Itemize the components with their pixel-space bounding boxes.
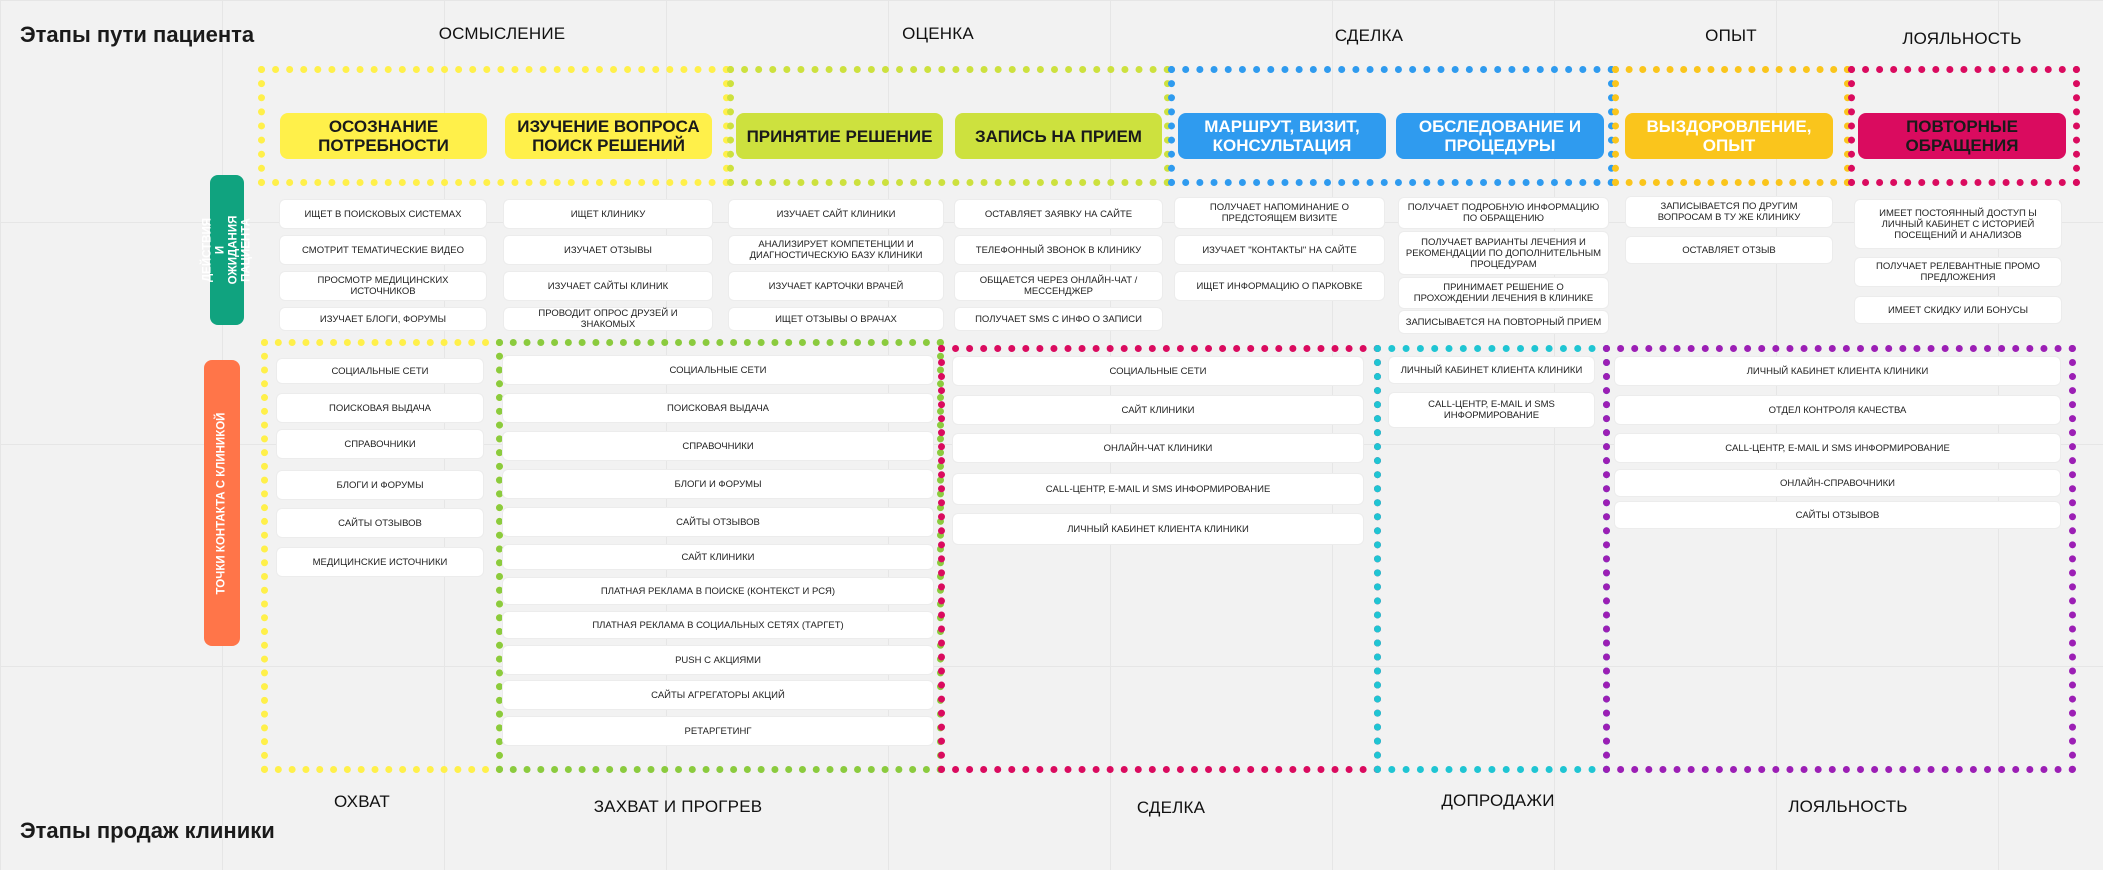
touchpoint-card: СПРАВОЧНИКИ [277, 430, 483, 458]
action-card: ИЗУЧАЕТ КАРТОЧКИ ВРАЧЕЙ [729, 272, 943, 300]
bottom-phase-2: ЗАХВАТ И ПРОГРЕВ [593, 797, 763, 816]
action-card: ПОЛУЧАЕТ РЕЛЕВАНТНЫЕ ПРОМО ПРЕДЛОЖЕНИЯ [1855, 258, 2061, 286]
touchpoint-card: БЛОГИ И ФОРУМЫ [277, 471, 483, 499]
touchpoint-card: МЕДИЦИНСКИЕ ИСТОЧНИКИ [277, 548, 483, 576]
action-card: ПОЛУЧАЕТ ВАРИАНТЫ ЛЕЧЕНИЯ И РЕКОМЕНДАЦИИ… [1399, 232, 1608, 274]
touchpoint-card: PUSH С АКЦИЯМИ [503, 646, 933, 674]
action-card: ПОЛУЧАЕТ НАПОМИНАНИЕ О ПРЕДСТОЯЩЕМ ВИЗИТ… [1175, 198, 1384, 228]
action-card: ОСТАВЛЯЕТ ЗАЯВКУ НА САЙТЕ [955, 200, 1162, 228]
touchpoint-card: СОЦИАЛЬНЫЕ СЕТИ [277, 359, 483, 383]
touchpoint-card: ПЛАТНАЯ РЕКЛАМА В ПОИСКЕ (КОНТЕКСТ И РСЯ… [503, 578, 933, 604]
stage-research: ИЗУЧЕНИЕ ВОПРОСА ПОИСК РЕШЕНИЙ [505, 113, 712, 159]
action-card: ПОЛУЧАЕТ ПОДРОБНУЮ ИНФОРМАЦИЮ ПО ОБРАЩЕН… [1399, 198, 1608, 228]
top-phase-3: СДЕЛКА [1334, 26, 1404, 45]
touchpoint-card: CALL-ЦЕНТР, E-MAIL И SMS ИНФОРМИРОВАНИЕ [1615, 434, 2060, 462]
action-card: ОСТАВЛЯЕТ ОТЗЫВ [1626, 237, 1832, 263]
stage-label: МАРШРУТ, ВИЗИТ, КОНСУЛЬТАЦИЯ [1204, 117, 1360, 155]
stage-label: ЗАПИСЬ НА ПРИЕМ [975, 126, 1142, 146]
touchpoint-card: САЙТ КЛИНИКИ [503, 545, 933, 569]
action-card: ИЗУЧАЕТ САЙТЫ КЛИНИК [504, 272, 712, 300]
action-card: ТЕЛЕФОННЫЙ ЗВОНОК В КЛИНИКУ [955, 236, 1162, 264]
action-card: ИМЕЕТ ПОСТОЯННЫЙ ДОСТУП Ы ЛИЧНЫЙ КАБИНЕТ… [1855, 200, 2061, 248]
stage-label: ИЗУЧЕНИЕ ВОПРОСА ПОИСК РЕШЕНИЙ [517, 117, 700, 155]
action-card: ЗАПИСЫВАЕТСЯ ПО ДРУГИМ ВОПРОСАМ В ТУ ЖЕ … [1626, 197, 1832, 227]
touchpoint-card: ЛИЧНЫЙ КАБИНЕТ КЛИЕНТА КЛИНИКИ [953, 514, 1363, 544]
bottom-phase-5: ЛОЯЛЬНОСТЬ [1788, 797, 1908, 816]
stage-examination: ОБСЛЕДОВАНИЕ И ПРОЦЕДУРЫ [1396, 113, 1604, 159]
action-card: ИЩЕТ ОТЗЫВЫ О ВРАЧАХ [729, 308, 943, 330]
action-card: ОБЩАЕТСЯ ЧЕРЕЗ ОНЛАЙН-ЧАТ / МЕССЕНДЖЕР [955, 272, 1162, 300]
stage-visit: МАРШРУТ, ВИЗИТ, КОНСУЛЬТАЦИЯ [1178, 113, 1386, 159]
stage-label: ОБСЛЕДОВАНИЕ И ПРОЦЕДУРЫ [1418, 117, 1582, 155]
touchpoint-card: СОЦИАЛЬНЫЕ СЕТИ [503, 356, 933, 384]
touchpoint-card: САЙТ КЛИНИКИ [953, 396, 1363, 424]
touchpoint-card: ЛИЧНЫЙ КАБИНЕТ КЛИЕНТА КЛИНИКИ [1389, 357, 1594, 383]
top-phase-2: ОЦЕНКА [902, 24, 974, 43]
touchpoint-card: ПОИСКОВАЯ ВЫДАЧА [503, 394, 933, 422]
touchpoint-card: БЛОГИ И ФОРУМЫ [503, 470, 933, 498]
stage-label: ВЫЗДОРОВЛЕНИЕ, ОПЫТ [1646, 117, 1812, 155]
clinic-sales-title: Этапы продаж клиники [20, 818, 275, 843]
stage-appointment: ЗАПИСЬ НА ПРИЕМ [955, 113, 1162, 159]
touchpoints-row-tab: ТОЧКИ КОНТАКТА С КЛИНИКОЙ [204, 360, 240, 646]
frame-loyalty-bottom [1603, 345, 2076, 773]
action-card: СМОТРИТ ТЕМАТИЧЕСКИЕ ВИДЕО [280, 236, 486, 264]
touchpoint-card: ОТДЕЛ КОНТРОЛЯ КАЧЕСТВА [1615, 396, 2060, 424]
stage-label: ПРИНЯТИЕ РЕШЕНИЕ [746, 126, 933, 146]
action-card: ИЩЕТ КЛИНИКУ [504, 200, 712, 228]
action-card: ПРИНИМАЕТ РЕШЕНИЕ О ПРОХОЖДЕНИИ ЛЕЧЕНИЯ … [1399, 278, 1608, 308]
top-phase-4: ОПЫТ [1705, 26, 1757, 45]
stage-repeat: ПОВТОРНЫЕ ОБРАЩЕНИЯ [1858, 113, 2066, 159]
touchpoint-card: СПРАВОЧНИКИ [503, 432, 933, 460]
touchpoint-card: САЙТЫ АГРЕГАТОРЫ АКЦИЙ [503, 681, 933, 709]
action-card: ЗАПИСЫВАЕТСЯ НА ПОВТОРНЫЙ ПРИЕМ [1399, 311, 1608, 333]
touchpoint-card: САЙТЫ ОТЗЫВОВ [503, 508, 933, 536]
frame-evaluation [727, 66, 1171, 186]
action-card: ИЗУЧАЕТ ОТЗЫВЫ [504, 236, 712, 264]
action-card: ИМЕЕТ СКИДКУ ИЛИ БОНУСЫ [1855, 297, 2061, 323]
touchpoint-card: ЛИЧНЫЙ КАБИНЕТ КЛИЕНТА КЛИНИКИ [1615, 357, 2060, 385]
bottom-phase-1: ОХВАТ [334, 792, 390, 811]
top-phase-1: ОСМЫСЛЕНИЕ [438, 24, 566, 43]
touchpoint-card: САЙТЫ ОТЗЫВОВ [1615, 502, 2060, 528]
action-card: ИЗУЧАЕТ БЛОГИ, ФОРУМЫ [280, 308, 486, 330]
patient-journey-title: Этапы пути пациента [20, 22, 255, 47]
touchpoint-card: ОНЛАЙН-СПРАВОЧНИКИ [1615, 470, 2060, 496]
action-card: ИЩЕТ ИНФОРМАЦИЮ О ПАРКОВКЕ [1175, 272, 1384, 300]
frame-deal [1168, 66, 1615, 186]
touchpoint-card: САЙТЫ ОТЗЫВОВ [277, 509, 483, 537]
action-card: АНАЛИЗИРУЕТ КОМПЕТЕНЦИИ И ДИАГНОСТИЧЕСКУ… [729, 236, 943, 264]
touchpoint-card: ПОИСКОВАЯ ВЫДАЧА [277, 394, 483, 422]
action-card: ПОЛУЧАЕТ SMS С ИНФО О ЗАПИСИ [955, 308, 1162, 330]
touchpoint-card: CALL-ЦЕНТР, E-MAIL И SMS ИНФОРМИРОВАНИЕ [1389, 393, 1594, 427]
touchpoint-card: РЕТАРГЕТИНГ [503, 717, 933, 745]
top-phase-5: ЛОЯЛЬНОСТЬ [1902, 29, 2022, 48]
action-card: ПРОСМОТР МЕДИЦИНСКИХ ИСТОЧНИКОВ [280, 272, 486, 300]
touchpoints-row-label: ТОЧКИ КОНТАКТА С КЛИНИКОЙ [215, 412, 228, 594]
stage-label: ПОВТОРНЫЕ ОБРАЩЕНИЯ [1905, 117, 2019, 155]
actions-row-tab: ДЕЙСТВИЯ И ОЖИДАНИЯ ПАЦИЕНТА [201, 175, 252, 325]
actions-row-label: ДЕЙСТВИЯ И ОЖИДАНИЯ ПАЦИЕНТА [201, 215, 252, 285]
stage-recovery: ВЫЗДОРОВЛЕНИЕ, ОПЫТ [1625, 113, 1833, 159]
action-card: ИЗУЧАЕТ "КОНТАКТЫ" НА САЙТЕ [1175, 236, 1384, 264]
touchpoint-card: CALL-ЦЕНТР, E-MAIL И SMS ИНФОРМИРОВАНИЕ [953, 474, 1363, 504]
frame-loyalty-top [1848, 66, 2080, 186]
frame-awareness [258, 66, 730, 186]
bottom-phase-4: ДОПРОДАЖИ [1441, 791, 1555, 810]
bottom-phase-3: СДЕЛКА [1136, 798, 1206, 817]
action-card: ИЩЕТ В ПОИСКОВЫХ СИСТЕМАХ [280, 200, 486, 228]
stage-awareness: ОСОЗНАНИЕ ПОТРЕБНОСТИ [280, 113, 487, 159]
action-card: ПРОВОДИТ ОПРОС ДРУЗЕЙ И ЗНАКОМЫХ [504, 308, 712, 330]
stage-label: ОСОЗНАНИЕ ПОТРЕБНОСТИ [318, 117, 449, 155]
touchpoint-card: ПЛАТНАЯ РЕКЛАМА В СОЦИАЛЬНЫХ СЕТЯХ (ТАРГ… [503, 612, 933, 638]
stage-decision: ПРИНЯТИЕ РЕШЕНИЕ [736, 113, 943, 159]
touchpoint-card: СОЦИАЛЬНЫЕ СЕТИ [953, 357, 1363, 385]
touchpoint-card: ОНЛАЙН-ЧАТ КЛИНИКИ [953, 434, 1363, 462]
action-card: ИЗУЧАЕТ САЙТ КЛИНИКИ [729, 200, 943, 228]
frame-experience [1612, 66, 1851, 186]
